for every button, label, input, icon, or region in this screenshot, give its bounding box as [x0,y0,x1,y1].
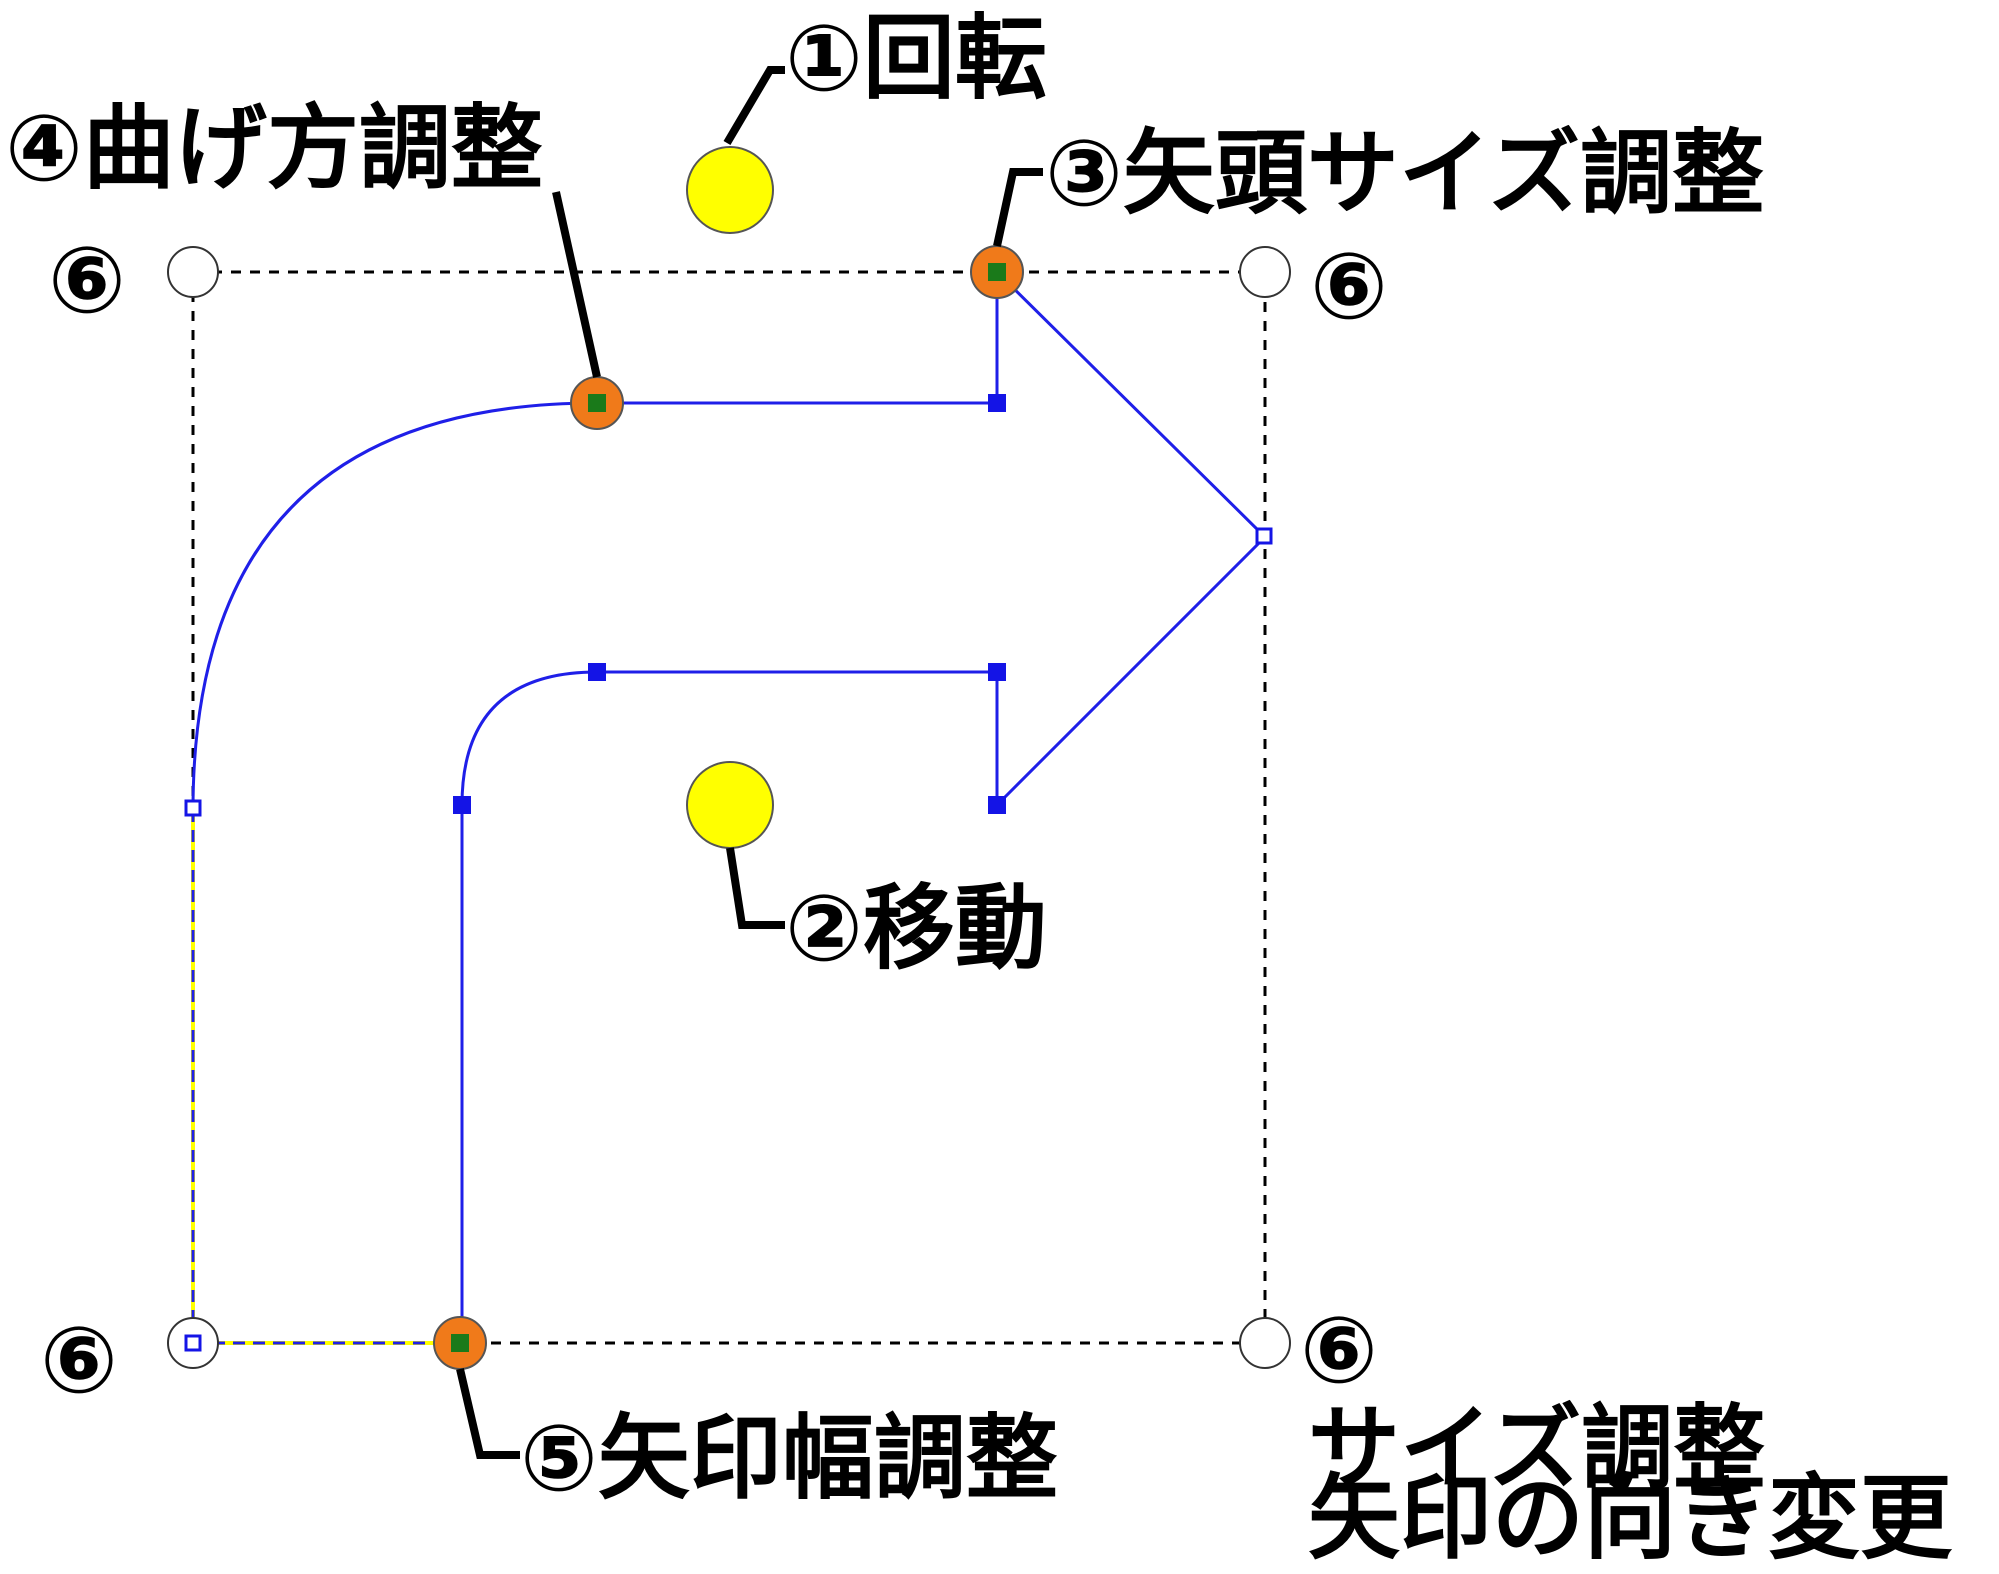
label-corner-bottom-right: ⑥ [1300,1297,1378,1404]
label-corner-top-left: ⑥ [48,227,126,334]
leader-line-bend [552,191,601,378]
resize-handle-bottom-right[interactable] [1239,1317,1291,1369]
vertex-handle-hollow[interactable] [1255,527,1273,545]
vertex-handle-hollow[interactable] [184,799,202,817]
vertex-handle[interactable] [988,796,1006,814]
label-width: ⑤矢印幅調整 [520,1405,1058,1512]
label-corner-bottom-left: ⑥ [40,1307,118,1414]
label-head-size: ③矢頭サイズ調整 [1045,120,1764,227]
leader-line-rotate [723,66,785,146]
label-size-adjust: サイズ調整 [1308,1395,1765,1502]
vertex-handle[interactable] [988,394,1006,412]
leader-line-move [726,847,785,929]
vertex-handle[interactable] [453,796,471,814]
move-handle[interactable] [686,761,774,849]
leader-line-head-size [993,168,1043,247]
bent-arrow-outline [191,268,1268,1343]
label-bend: ④曲げ方調整 [5,95,543,202]
label-corner-top-right: ⑥ [1310,233,1388,340]
label-rotate: ①回転 [785,5,1047,112]
vertex-handle-hollow[interactable] [184,1334,202,1352]
label-direction-change: 矢印の向き変更 [1308,1465,1953,1572]
label-move: ②移動 [785,875,1047,982]
resize-handle-top-left[interactable] [167,246,219,298]
rotate-handle[interactable] [686,146,774,234]
arrow-width-handle[interactable] [433,1316,487,1370]
resize-handle-top-right[interactable] [1239,246,1291,298]
vertex-handle[interactable] [988,663,1006,681]
bend-adjust-handle[interactable] [570,376,624,430]
arrowhead-size-handle[interactable] [970,245,1024,299]
leader-line-width [456,1368,520,1459]
vertex-handle[interactable] [588,663,606,681]
